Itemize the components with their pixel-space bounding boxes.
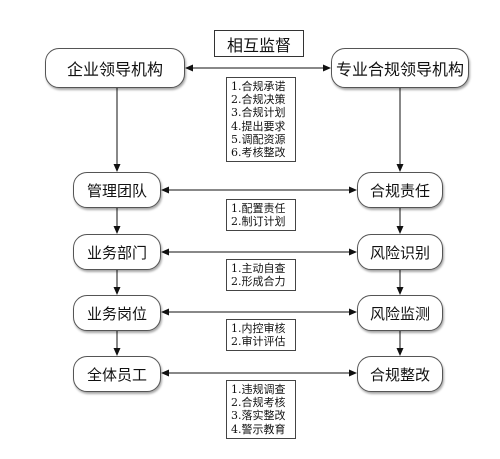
note-item: 5.调配资源: [231, 132, 286, 146]
risk-identification-node: 风险识别: [357, 234, 443, 270]
note-item: 3.落实整改: [231, 409, 286, 423]
responsibility-note: 1.配置责任 2.制订计划: [226, 199, 296, 232]
note-item: 1.违规调查: [231, 383, 286, 396]
note-item: 1.主动自查: [231, 262, 286, 275]
compliance-leadership-node: 专业合规领导机构: [331, 48, 469, 88]
note-item: 4.提出要求: [231, 119, 286, 133]
all-staff-node: 全体员工: [73, 356, 161, 392]
business-post-node: 业务岗位: [73, 295, 161, 331]
note-item: 2.合规考核: [231, 396, 286, 410]
note-item: 3.合规计划: [231, 106, 286, 120]
note-item: 2.审计评估: [231, 335, 286, 349]
business-department-node: 业务部门: [73, 234, 161, 270]
risk-identification-note: 1.主动自查 2.形成合力: [226, 259, 296, 292]
note-item: 1.配置责任: [231, 202, 286, 215]
compliance-rectification-node: 合规整改: [357, 356, 443, 392]
leadership-duties-note: 1.合规承诺 2.合规决策 3.合规计划 4.提出要求 5.调配资源 6.考核整…: [226, 77, 296, 163]
note-item: 4.警示教育: [231, 422, 286, 436]
rectification-note: 1.违规调查 2.合规考核 3.落实整改 4.警示教育: [226, 380, 296, 439]
note-item: 2.合规决策: [231, 93, 286, 107]
mutual-supervision-title: 相互监督: [214, 30, 304, 57]
management-team-node: 管理团队: [73, 172, 161, 208]
note-item: 1.合规承诺: [231, 80, 286, 93]
enterprise-leadership-node: 企业领导机构: [45, 48, 185, 88]
risk-monitoring-note: 1.内控审核 2.审计评估: [226, 319, 296, 352]
risk-monitoring-node: 风险监测: [357, 295, 443, 331]
note-item: 6.考核整改: [231, 146, 286, 160]
note-item: 2.制订计划: [231, 215, 286, 229]
note-item: 2.形成合力: [231, 275, 286, 289]
compliance-responsibility-node: 合规责任: [357, 172, 443, 208]
note-item: 1.内控审核: [231, 322, 286, 335]
